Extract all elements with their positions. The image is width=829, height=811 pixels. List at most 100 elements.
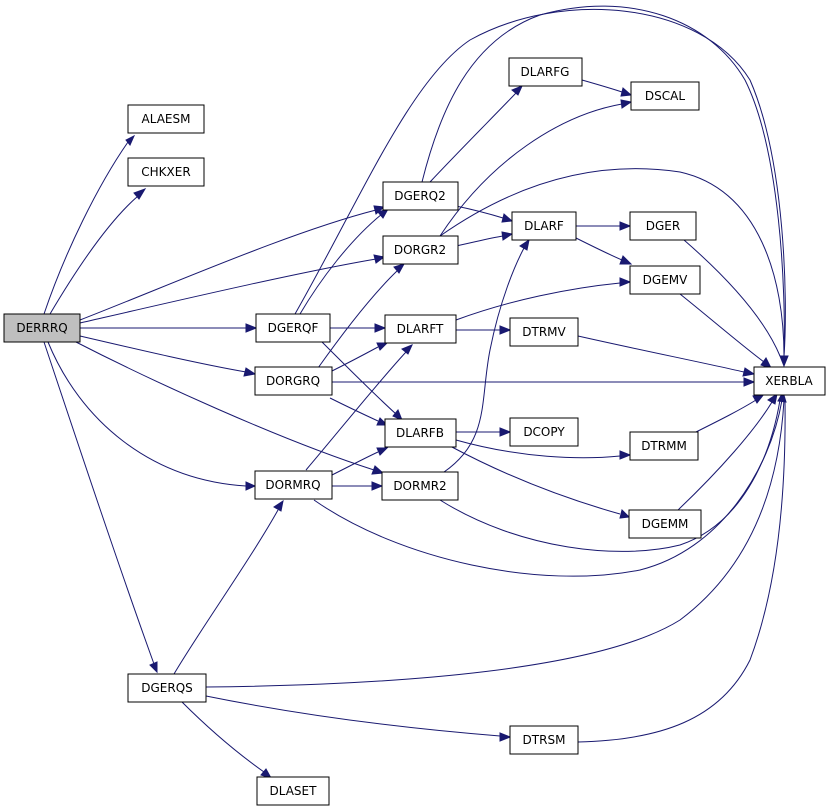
edge-dorgr2-dscal: [439, 103, 623, 237]
edge-dlarfg-dscal: [581, 79, 623, 93]
call-edges: [43, 5, 789, 779]
svg-text:DTRSM: DTRSM: [523, 733, 566, 747]
edge-derrrq-chkxer: [49, 195, 139, 315]
arrow-dgerqf-xerbla: [779, 355, 789, 368]
arrow-dtrmv-xerbla: [742, 367, 756, 377]
edge-dgemm-xerbla: [677, 401, 773, 511]
edge-dorgrq-dlarft: [329, 346, 379, 373]
edge-dgerqf-dlarfb: [321, 341, 397, 415]
arrow-dorgr2-dscal: [620, 99, 633, 109]
svg-text:DGEMV: DGEMV: [643, 273, 688, 287]
edge-dorgr2-dlarf: [455, 235, 504, 247]
node-dtrmv[interactable]: DTRMV: [509, 317, 579, 347]
node-dtrsm[interactable]: DTRSM: [509, 725, 579, 755]
edge-dtrmm-xerbla: [695, 399, 757, 433]
node-dgerq2[interactable]: DGERQ2: [382, 181, 459, 211]
arrow-derrrq-dormrq: [245, 481, 257, 491]
node-chkxer[interactable]: CHKXER: [127, 157, 205, 187]
edge-dormr2-xerbla: [439, 399, 781, 552]
svg-text:ALAESM: ALAESM: [142, 112, 191, 126]
node-alaesm[interactable]: ALAESM: [127, 104, 205, 134]
arrow-dlarfb-dgemm: [619, 509, 631, 519]
arrow-dlarf-dger: [619, 221, 632, 231]
arrow-derrrq-alaesm: [125, 134, 136, 146]
arrow-derrrq-dgerq2: [373, 205, 386, 215]
edge-dormrq-xerbla: [313, 399, 783, 577]
call-nodes: DERRRQ ALAESM CHKXER DGERQF DORGRQ DORMR…: [3, 57, 826, 806]
edge-dorgr2-xerbla: [439, 168, 785, 357]
arrow-dormrq-dlarft: [401, 344, 413, 355]
svg-text:XERBLA: XERBLA: [765, 374, 813, 388]
edge-dgerqs-dormrq: [173, 509, 279, 675]
svg-text:DCOPY: DCOPY: [523, 425, 565, 439]
svg-text:DORMR2: DORMR2: [393, 479, 446, 493]
arrow-derrrq-dgerqs: [149, 661, 158, 674]
node-dscal[interactable]: DSCAL: [630, 81, 700, 111]
svg-text:CHKXER: CHKXER: [141, 165, 190, 179]
edge-dormrq-dlarft: [305, 351, 407, 471]
node-dgerqs[interactable]: DGERQS: [127, 673, 207, 703]
edge-dormr2-dlarf: [443, 247, 525, 473]
node-dlarf[interactable]: DLARF: [511, 211, 577, 241]
node-dormr2[interactable]: DORMR2: [381, 471, 459, 501]
node-dlarfb[interactable]: DLARFB: [384, 418, 457, 448]
edge-dorgrq-dlarfb: [329, 397, 379, 422]
arrow-dlarft-dtrmv: [499, 325, 512, 335]
arrow-derrrq-chkxer: [133, 188, 147, 200]
arrow-dgerqs-dtrsm: [499, 732, 512, 742]
arrow-dorgr2-dlarf: [501, 231, 514, 241]
arrow-dgemm-xerbla: [767, 392, 778, 405]
node-dlaset[interactable]: DLASET: [256, 776, 330, 806]
svg-text:DTRMM: DTRMM: [641, 439, 687, 453]
edge-dger-xerbla: [683, 239, 781, 357]
edge-derrrq-dgerq2: [79, 209, 377, 321]
edge-derrrq-dorgr2: [79, 258, 377, 324]
svg-text:DSCAL: DSCAL: [645, 89, 685, 103]
svg-text:DORGR2: DORGR2: [394, 243, 446, 257]
edge-dgerqf-dgerq2: [299, 213, 383, 315]
edge-dgerq2-dlarfg: [429, 92, 517, 183]
node-dtrmm[interactable]: DTRMM: [629, 431, 699, 461]
node-dlarft[interactable]: DLARFT: [384, 314, 457, 344]
svg-text:DLARFT: DLARFT: [397, 322, 444, 336]
svg-text:DGERQ2: DGERQ2: [394, 189, 446, 203]
svg-text:DGERQS: DGERQS: [141, 681, 193, 695]
edge-derrrq-dgerqs: [43, 341, 155, 665]
arrow-dlarfb-dtrmm: [619, 450, 632, 460]
edge-dlarft-dgemv: [455, 282, 621, 321]
arrow-dlarfg-dscal: [620, 87, 633, 97]
edge-derrrq-alaesm: [43, 141, 129, 315]
arrow-dorgrq-dorgr2: [393, 263, 406, 274]
node-dorgr2[interactable]: DORGR2: [382, 235, 459, 265]
arrow-dgerqf-dlarfb: [392, 409, 403, 421]
arrow-derrrq-dorgr2: [373, 254, 386, 264]
svg-text:DGERQF: DGERQF: [268, 321, 319, 335]
svg-text:DERRRQ: DERRRQ: [16, 321, 67, 335]
svg-text:DORMRQ: DORMRQ: [265, 478, 320, 492]
node-dormrq[interactable]: DORMRQ: [254, 470, 333, 500]
node-dorgrq[interactable]: DORGRQ: [254, 366, 333, 396]
node-xerbla[interactable]: XERBLA: [753, 366, 826, 396]
node-dcopy[interactable]: DCOPY: [509, 417, 579, 447]
arrow-dormrq-dlarfb: [376, 447, 389, 456]
node-dgemm[interactable]: DGEMM: [628, 509, 702, 539]
edge-dgemv-xerbla: [679, 293, 765, 363]
svg-text:DGEMM: DGEMM: [642, 517, 689, 531]
edge-dgerq2-xerbla: [421, 5, 785, 357]
svg-text:DORGRQ: DORGRQ: [266, 374, 320, 388]
arrow-dorgrq-dlarft: [376, 342, 389, 351]
edge-derrrq-dormr2: [75, 341, 375, 471]
svg-text:DLARF: DLARF: [524, 219, 564, 233]
node-dgemv[interactable]: DGEMV: [629, 265, 701, 295]
edge-dgerq2-dlarf: [455, 205, 504, 219]
edge-dgerqs-xerbla: [205, 399, 785, 688]
node-dlarfg[interactable]: DLARFG: [508, 57, 583, 87]
node-dger[interactable]: DGER: [629, 211, 697, 241]
edge-dlarfb-dtrmm: [455, 439, 621, 459]
edge-dgerqs-dtrsm: [205, 695, 501, 737]
node-dgerqf[interactable]: DGERQF: [255, 313, 331, 343]
svg-text:DLASET: DLASET: [270, 784, 318, 798]
edge-dtrsm-xerbla: [577, 399, 786, 743]
arrow-dlarfb-dcopy: [499, 427, 512, 437]
node-derrrq[interactable]: DERRRQ: [3, 313, 81, 343]
